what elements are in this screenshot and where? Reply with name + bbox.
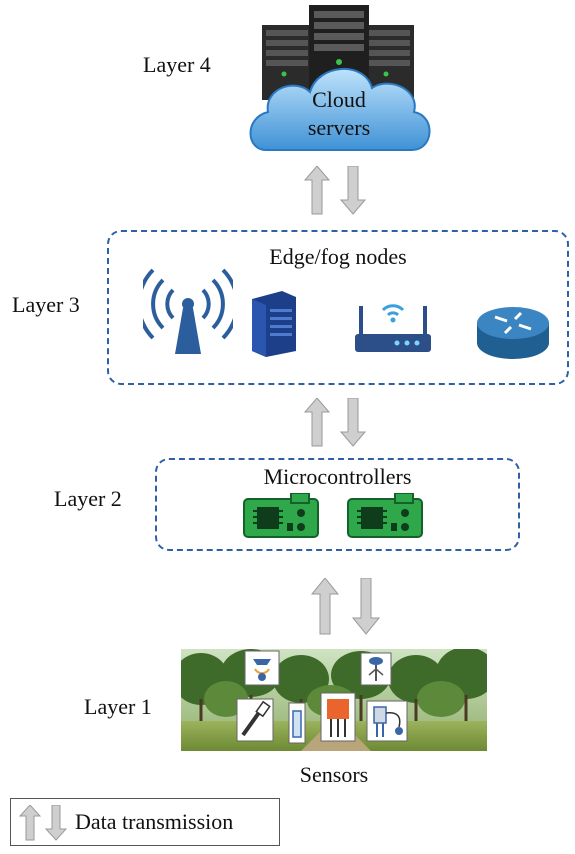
microcontrollers-title: Microcontrollers [263, 464, 412, 489]
edge-fog-box [107, 230, 569, 385]
bidirectional-arrows-icon [310, 578, 381, 635]
cloud-label-line2: servers [307, 115, 371, 140]
server-tower-icon [252, 291, 296, 357]
bidirectional-arrows-icon [303, 398, 367, 447]
legend: Data transmission [10, 798, 280, 846]
server-rack-icon [249, 5, 431, 151]
layer3-label: Layer 3 [12, 292, 80, 317]
arrows-layer4-layer3 [303, 166, 373, 216]
microcontroller-board-icon [243, 493, 319, 539]
bidirectional-arrows-icon [19, 805, 67, 841]
microcontrollers-box [155, 458, 520, 551]
sensors-caption: Sensors [299, 762, 369, 787]
cloud-icon [249, 67, 431, 151]
edge-fog-title: Edge/fog nodes [269, 244, 407, 269]
arrows-layer2-layer1 [310, 578, 384, 636]
wifi-router-icon [353, 296, 433, 356]
bidirectional-arrows-icon [303, 166, 367, 215]
layer1-label: Layer 1 [84, 694, 152, 719]
layer4-label: Layer 4 [143, 52, 211, 77]
legend-label: Data transmission [75, 809, 234, 834]
arrows-layer3-layer2 [303, 398, 373, 448]
microcontroller-board-icon [347, 493, 423, 539]
layer2-label: Layer 2 [54, 486, 122, 511]
network-switch-icon [475, 305, 551, 361]
cloud-label-line1: Cloud [312, 87, 366, 112]
cloud-servers-group: Cloud servers [244, 0, 434, 160]
field-sensors-image [181, 649, 487, 751]
wireless-antenna-icon [143, 262, 233, 358]
